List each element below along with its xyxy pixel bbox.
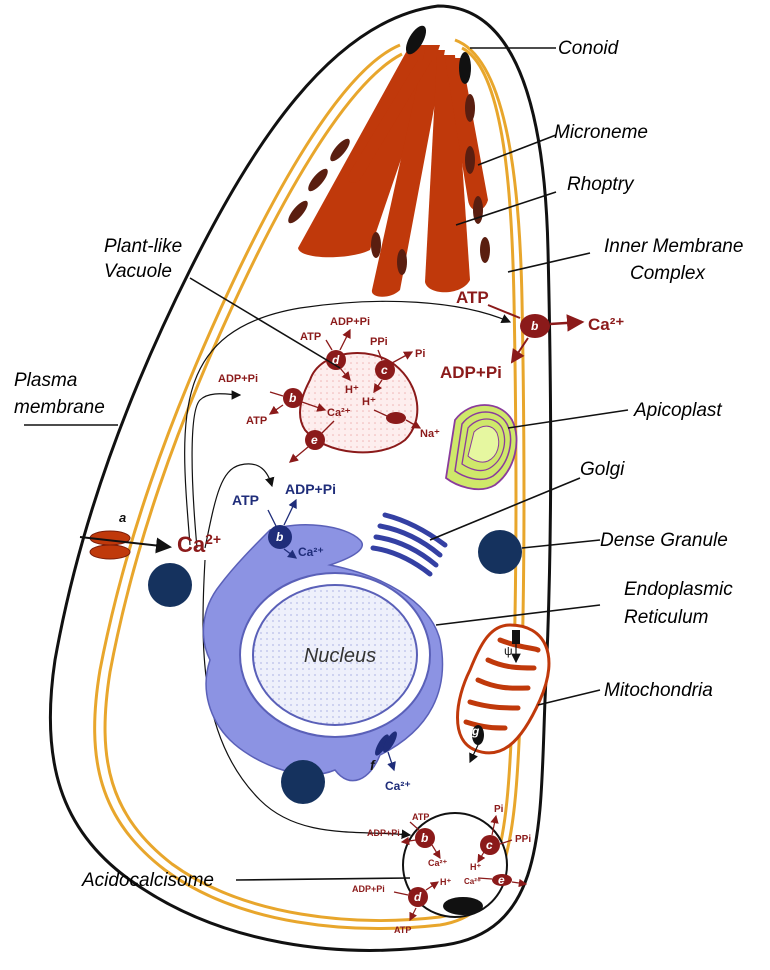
acido-ca-b: Ca²⁺ [428, 858, 448, 868]
calcium-symbol: Ca [177, 532, 206, 557]
label-inner-membrane: Inner Membrane [604, 236, 743, 257]
label-membrane: membrane [14, 397, 105, 418]
label-golgi: Golgi [580, 459, 625, 480]
acido-pi-c: Pi [494, 804, 504, 815]
pump-ca-text: Ca²⁺ [588, 315, 624, 334]
nucleus-label: Nucleus [304, 645, 376, 667]
label-rhoptry: Rhoptry [567, 174, 635, 195]
acido-adp-b: ADP+Pi [367, 828, 400, 838]
vacuole-pump-b-letter: b [289, 391, 296, 405]
vacuole-exchanger-e-letter: e [311, 433, 318, 447]
dense-granule-1 [478, 530, 522, 574]
vacuole-h-d: H⁺ [345, 384, 359, 396]
acido-h-d: H⁺ [440, 877, 451, 887]
er-ca-text: Ca²⁺ [298, 545, 324, 559]
pump-b-letter: b [531, 319, 538, 333]
acido-pump-c-letter: c [486, 838, 493, 852]
vacuole-adp-d: ADP+Pi [330, 316, 370, 328]
label-mitochondria: Mitochondria [604, 680, 713, 701]
leader-mitochondria [538, 690, 600, 705]
dense-granule-3 [281, 760, 325, 804]
vacuole-na-exchanger [386, 412, 406, 424]
microneme-8 [473, 196, 483, 224]
acido-atp-d: ATP [394, 925, 411, 935]
er-atp-text: ATP [232, 492, 259, 508]
vacuole-na: Na⁺ [420, 428, 440, 440]
label-apicoplast: Apicoplast [633, 400, 722, 421]
vacuole-adp-b: ADP+Pi [218, 373, 258, 385]
er-pump-b-letter: b [276, 530, 283, 544]
pump-adp-text: ADP+Pi [440, 363, 502, 382]
microneme-5 [397, 249, 407, 275]
acido-ppi-c: PPi [515, 834, 531, 845]
label-endoplasmic: Endoplasmic [624, 579, 733, 600]
label-vacuole: Vacuole [104, 261, 172, 282]
psi-text: ψ [504, 644, 513, 658]
transporter-g-letter: g [471, 724, 480, 738]
calcium-charge: 2+ [205, 531, 221, 547]
microneme-6 [465, 94, 475, 122]
acidocalcisome-granule [443, 897, 483, 915]
channel-a-lower [90, 545, 130, 559]
nucleus: Nucleus [240, 573, 430, 737]
vacuole-atp-d: ATP [300, 331, 321, 343]
mitochondria-psi-channel [512, 630, 520, 644]
vacuole-pump-c-letter: c [381, 363, 388, 377]
label-plant-like: Plant-like [104, 236, 182, 257]
acido-adp-d: ADP+Pi [352, 884, 385, 894]
vacuole-ca-b: Ca²⁺ [327, 407, 351, 419]
vacuole-h-c: H⁺ [362, 396, 376, 408]
acido-exchanger-e-letter: e [498, 873, 505, 887]
er-adp-text: ADP+Pi [285, 481, 336, 497]
microneme-7 [465, 146, 475, 174]
vacuole-pi-c: Pi [415, 348, 425, 360]
conoid-part-2 [459, 52, 471, 84]
acido-ca-e: Ca²⁺ [464, 877, 481, 886]
microneme-4 [371, 232, 381, 258]
dense-granule-2 [148, 563, 192, 607]
vacuole-atp-b: ATP [246, 415, 267, 427]
acido-pump-b-letter: b [421, 831, 428, 845]
pump-ca-out-arrow [550, 322, 582, 324]
acido-atp-b: ATP [412, 812, 429, 822]
label-acidocalcisome: Acidocalcisome [81, 870, 214, 891]
pump-atp-text: ATP [456, 288, 489, 307]
vacuole-ppi-c: PPi [370, 336, 388, 348]
microneme-9 [480, 237, 490, 263]
label-reticulum: Reticulum [624, 607, 708, 628]
er-channel-ca-text: Ca²⁺ [385, 779, 411, 793]
acido-h-c: H⁺ [470, 862, 481, 872]
label-conoid: Conoid [558, 38, 620, 59]
label-complex: Complex [630, 263, 706, 284]
label-dense-granule: Dense Granule [600, 530, 728, 551]
label-plasma: Plasma [14, 370, 77, 391]
label-microneme: Microneme [554, 122, 648, 143]
channel-a-letter: a [119, 510, 126, 525]
acido-pump-d-letter: d [414, 890, 422, 904]
